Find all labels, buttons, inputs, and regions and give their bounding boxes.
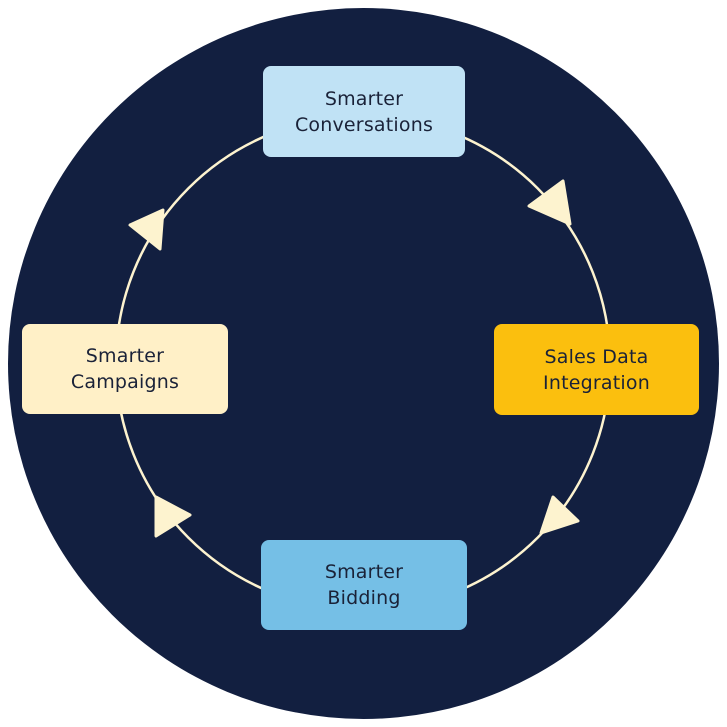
arrow-top-left [128,208,165,251]
node-label: Smarter Conversations [294,87,434,136]
node-smarter-conversations: Smarter Conversations [263,66,465,157]
node-sales-data-integration: Sales Data Integration [494,324,699,415]
node-label: Smarter Campaigns [70,345,180,393]
node-label: Sales Data Integration [543,345,650,394]
arrow-top-right [527,179,572,226]
node-smarter-bidding: Smarter Bidding [261,540,467,630]
node-smarter-campaigns: Smarter Campaigns [22,324,228,414]
arrow-bottom-left [154,495,192,538]
node-label: Smarter Bidding [324,561,404,609]
arrow-bottom-right [539,495,580,535]
